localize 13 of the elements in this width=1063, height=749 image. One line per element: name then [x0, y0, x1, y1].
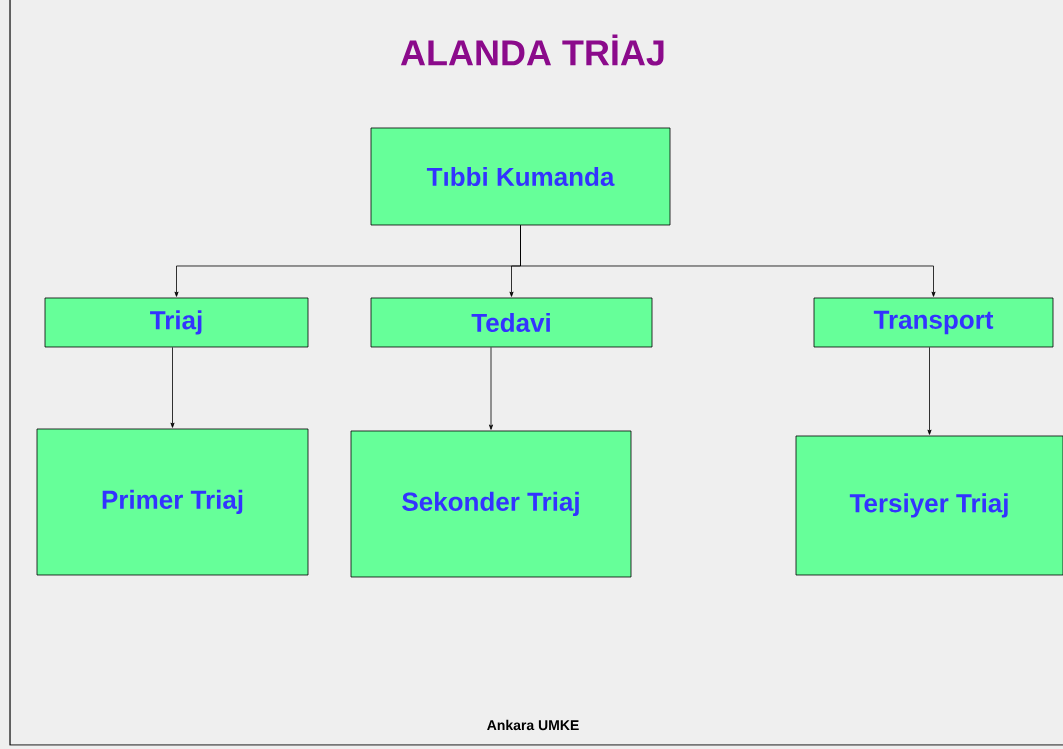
arrow	[927, 347, 932, 435]
box: Tıbbi Kumanda	[370, 127, 671, 226]
box: Tedavi	[370, 297, 653, 348]
box: Tersiyer Triaj	[795, 435, 1063, 576]
box: Primer Triaj	[36, 428, 309, 576]
box: Sekonder Triaj	[350, 430, 632, 578]
title: ALANDA TRİAJ	[400, 34, 664, 66]
arrow	[520, 225, 936, 297]
arrow	[170, 347, 175, 428]
box: Triaj	[44, 297, 309, 348]
arrow	[489, 347, 493, 430]
footer-text: Ankara UMKE	[487, 719, 579, 731]
box: Transport	[813, 297, 1054, 348]
